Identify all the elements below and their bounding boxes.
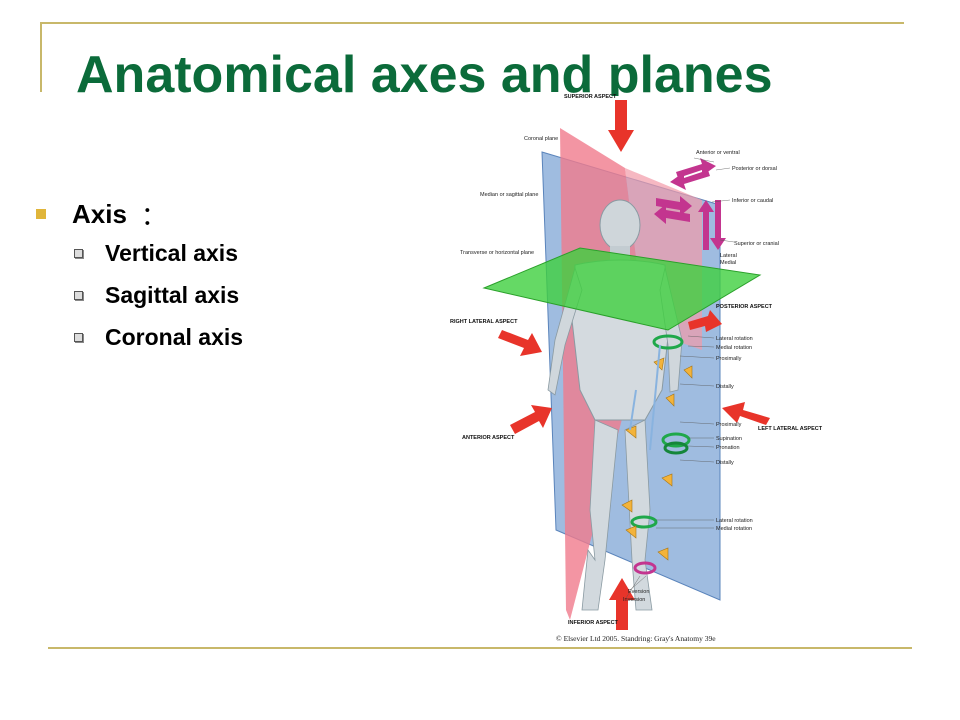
- frame-top-line: [40, 22, 904, 24]
- lateral-direction-arrow-icon: [656, 196, 692, 216]
- subbullet-vertical-axis: Vertical axis: [74, 232, 416, 274]
- label-medial-rotation-2: Medial rotation: [716, 526, 752, 532]
- label-superior-cranial: Superior or cranial: [734, 241, 779, 247]
- anatomy-figure-svg: SUPERIOR ASPECT Coronal plane Median or …: [450, 94, 823, 643]
- direction-arrows: [654, 158, 726, 250]
- anatomy-figure: SUPERIOR ASPECT Coronal plane Median or …: [440, 90, 830, 646]
- medial-direction-arrow-icon: [654, 204, 690, 224]
- frame-bottom-line: [48, 647, 912, 649]
- inferior-arrow-icon: [609, 578, 635, 630]
- label-posterior-aspect: POSTERIOR ASPECT: [716, 304, 773, 310]
- transverse-plane: [482, 247, 762, 331]
- label-inferior-caudal: Inferior or caudal: [732, 198, 773, 204]
- label-lateral-rotation-2: Lateral rotation: [716, 518, 753, 524]
- square-bullet-icon: [36, 209, 46, 219]
- bullet-axis-colon: ：: [140, 200, 167, 231]
- subbullet-label: Sagittal axis: [105, 281, 240, 308]
- posterior-direction-arrow-icon: [670, 170, 710, 190]
- label-supination: Supination: [716, 436, 742, 442]
- subbullet-label: Vertical axis: [105, 239, 238, 266]
- subbullet-sagittal-axis: Sagittal axis: [74, 274, 416, 316]
- label-coronal-plane: Coronal plane: [524, 136, 558, 142]
- subbullet-label: Coronal axis: [105, 323, 244, 350]
- bullet-axis-label: Axis: [72, 198, 127, 229]
- rotation-rings: [630, 334, 691, 575]
- frame-left-line: [40, 22, 42, 92]
- label-medial-rotation: Medial rotation: [716, 345, 752, 351]
- right-lateral-arrow-icon: [498, 330, 542, 356]
- superior-arrow-icon: [608, 100, 634, 152]
- label-eversion: Eversion: [628, 589, 649, 595]
- vertical-up-arrow-icon: [698, 200, 714, 250]
- subbullet-coronal-axis: Coronal axis: [74, 316, 416, 358]
- bullet-axis: Axis ：: [36, 196, 416, 232]
- label-lateral: Lateral: [720, 253, 737, 259]
- label-medial: Medial: [720, 260, 736, 266]
- vertical-down-arrow-icon: [710, 200, 726, 250]
- anterior-arrow-icon: [510, 405, 552, 434]
- label-anterior-ventral: Anterior or ventral: [696, 150, 740, 156]
- label-proximally-2: Proximally: [716, 422, 742, 428]
- label-distally: Distally: [716, 384, 734, 390]
- label-transverse-plane: Transverse or horizontal plane: [460, 250, 534, 256]
- copyright-text: © Elsevier Ltd 2005. Standring: Gray's A…: [556, 634, 716, 643]
- label-median-plane: Median or sagittal plane: [480, 192, 538, 198]
- label-posterior-dorsal: Posterior or dorsal: [732, 166, 777, 172]
- label-inversion: Inversion: [623, 597, 645, 603]
- left-lateral-arrow-icon: [722, 402, 770, 425]
- posterior-arrow-icon: [688, 310, 722, 332]
- bullet-list: Axis ： Vertical axis Sagittal axis Coron…: [36, 196, 416, 358]
- label-distally-2: Distally: [716, 460, 734, 466]
- label-left-lateral-aspect: LEFT LATERAL ASPECT: [758, 426, 823, 432]
- checkbox-bullet-icon: [74, 248, 83, 258]
- slide-title: Anatomical axes and planes: [76, 46, 773, 96]
- checkbox-bullet-icon: [74, 332, 83, 342]
- label-proximally: Proximally: [716, 356, 742, 362]
- axis-lines: [629, 344, 661, 451]
- label-inferior-aspect: INFERIOR ASPECT: [568, 620, 619, 626]
- label-lateral-rotation: Lateral rotation: [716, 336, 753, 342]
- label-anterior-aspect: ANTERIOR ASPECT: [462, 435, 515, 441]
- label-superior-aspect: SUPERIOR ASPECT: [564, 94, 617, 100]
- checkbox-bullet-icon: [74, 290, 83, 300]
- label-pronation: Pronation: [716, 445, 740, 451]
- red-arrows: [498, 100, 770, 630]
- label-right-lateral-aspect: RIGHT LATERAL ASPECT: [450, 319, 518, 325]
